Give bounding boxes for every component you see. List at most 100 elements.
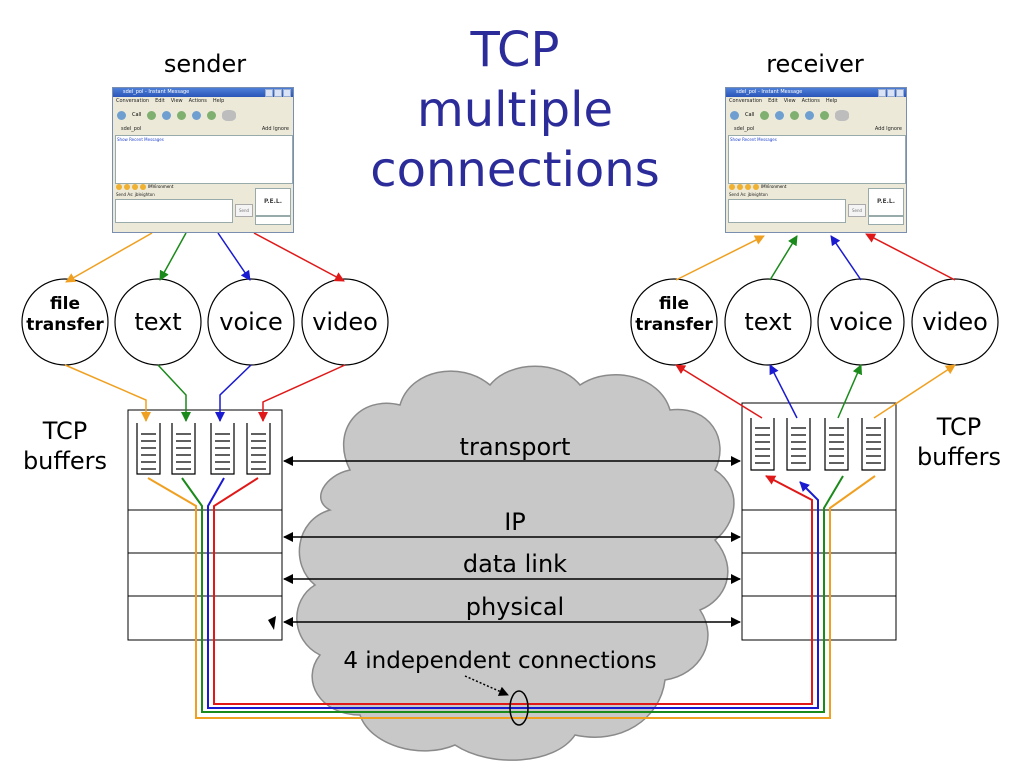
toolbar: Call [726, 105, 906, 125]
menu-bar: Conversation Edit View Actions Help [726, 97, 906, 105]
emoticon-icon[interactable] [737, 184, 743, 190]
maximize-button[interactable] [887, 89, 895, 97]
menu-actions[interactable]: Actions [188, 98, 207, 104]
plugins-icon[interactable] [147, 110, 157, 120]
webcam-icon[interactable] [162, 110, 172, 120]
show-recent-link[interactable]: Show Recent Messages [730, 137, 777, 142]
sender-app-circles [21, 278, 389, 366]
menu-view[interactable]: View [783, 98, 796, 104]
ignore-button[interactable]: Ignore [273, 126, 289, 132]
display-combo[interactable] [255, 216, 291, 225]
close-button[interactable] [283, 89, 291, 97]
menu-help[interactable]: Help [825, 98, 838, 104]
menu-edit[interactable]: Edit [155, 98, 165, 104]
receiver-circle-text [724, 278, 812, 366]
contact-name: sdel_pol [121, 126, 142, 132]
sender-label: sender [163, 50, 247, 78]
menu-actions[interactable]: Actions [801, 98, 820, 104]
send-button[interactable]: Send [235, 204, 253, 217]
emoticon-icon[interactable] [132, 184, 138, 190]
menu-edit[interactable]: Edit [768, 98, 778, 104]
independent-connections-label: 4 independent connections [343, 648, 657, 674]
emoticon-icon[interactable] [745, 184, 751, 190]
menu-help[interactable]: Help [212, 98, 225, 104]
contact-bar: sdel_pol Add Ignore [113, 125, 293, 133]
sender-protocol-stack [127, 409, 283, 641]
receiver-circle-file [630, 278, 718, 366]
emoticon-icon[interactable] [729, 184, 735, 190]
contact-bar: sdel_pol Add Ignore [726, 125, 906, 133]
sender-video-label: video [312, 308, 378, 336]
pel-logo: P.E.L. [868, 188, 904, 216]
layer-arrows [283, 456, 741, 627]
data-link-layer-label: data link [462, 550, 568, 578]
receiver-label: receiver [766, 50, 864, 78]
chat-history: Show Recent Messages [728, 135, 906, 184]
connection-bundle-ellipse [509, 690, 529, 726]
sender-buffer-video [246, 423, 271, 475]
games-icon[interactable] [177, 110, 187, 120]
send-as-row: Send As: jbleighton [729, 192, 768, 197]
call-button[interactable]: Call [745, 112, 755, 118]
receiver-tcp-buffers [750, 418, 886, 471]
imvironment-label[interactable]: IMVironment [148, 184, 174, 189]
maximize-button[interactable] [274, 89, 282, 97]
title-line-2: multiple [416, 82, 613, 138]
games-icon[interactable] [790, 110, 800, 120]
emoticon-icon[interactable] [116, 184, 122, 190]
conference-icon[interactable] [222, 109, 237, 121]
receiver-app-circles [630, 278, 999, 366]
sender-im-window: sdel_pol - Instant Message Conversation E… [112, 87, 294, 233]
menu-view[interactable]: View [170, 98, 183, 104]
menu-conversation[interactable]: Conversation [116, 98, 150, 104]
emoticon-icon[interactable] [140, 184, 146, 190]
receiver-voice-label: voice [829, 308, 893, 336]
sender-buffer-voice [210, 423, 235, 475]
conference-icon[interactable] [835, 109, 850, 121]
ignore-button[interactable]: Ignore [886, 126, 902, 132]
send-file-icon[interactable] [192, 110, 202, 120]
physical-layer-label: physical [465, 593, 565, 621]
connection-text [181, 475, 844, 713]
plugins-icon[interactable] [760, 110, 770, 120]
show-recent-link[interactable]: Show Recent Messages [117, 137, 164, 142]
menu-conversation[interactable]: Conversation [729, 98, 763, 104]
small-marker [268, 616, 276, 630]
add-button[interactable]: Add [874, 126, 885, 132]
receiver-buffer-video [861, 418, 886, 471]
webcam-icon[interactable] [775, 110, 785, 120]
imvironment-label[interactable]: IMVironment [761, 184, 787, 189]
receiver-buffer-file [750, 418, 775, 471]
sender-buffer-text [171, 423, 196, 475]
connection-video [213, 475, 813, 705]
photos-icon[interactable] [207, 110, 217, 120]
message-input[interactable] [728, 199, 846, 223]
window-title: sdel_pol - Instant Message [123, 89, 190, 95]
call-icon[interactable] [730, 110, 739, 120]
send-button[interactable]: Send [848, 204, 866, 217]
display-combo[interactable] [868, 216, 904, 225]
sender-tcp-buffers [136, 423, 271, 475]
emoticon-icon[interactable] [753, 184, 759, 190]
sender-app-arrows [65, 232, 345, 283]
photos-icon[interactable] [820, 110, 830, 120]
emoticon-bar: IMVironment [116, 184, 173, 191]
message-input[interactable] [115, 199, 233, 223]
minimize-button[interactable] [265, 89, 273, 97]
minimize-button[interactable] [878, 89, 886, 97]
call-button[interactable]: Call [132, 112, 142, 118]
emoticon-icon[interactable] [124, 184, 130, 190]
emoticon-bar: IMVironment [729, 184, 786, 191]
receiver-buffer-arrows [675, 364, 956, 419]
add-button[interactable]: Add [261, 126, 272, 132]
close-button[interactable] [896, 89, 904, 97]
send-file-icon[interactable] [805, 110, 815, 120]
call-icon[interactable] [117, 110, 126, 120]
sender-buffer-arrows [64, 364, 346, 422]
toolbar: Call [113, 105, 293, 125]
